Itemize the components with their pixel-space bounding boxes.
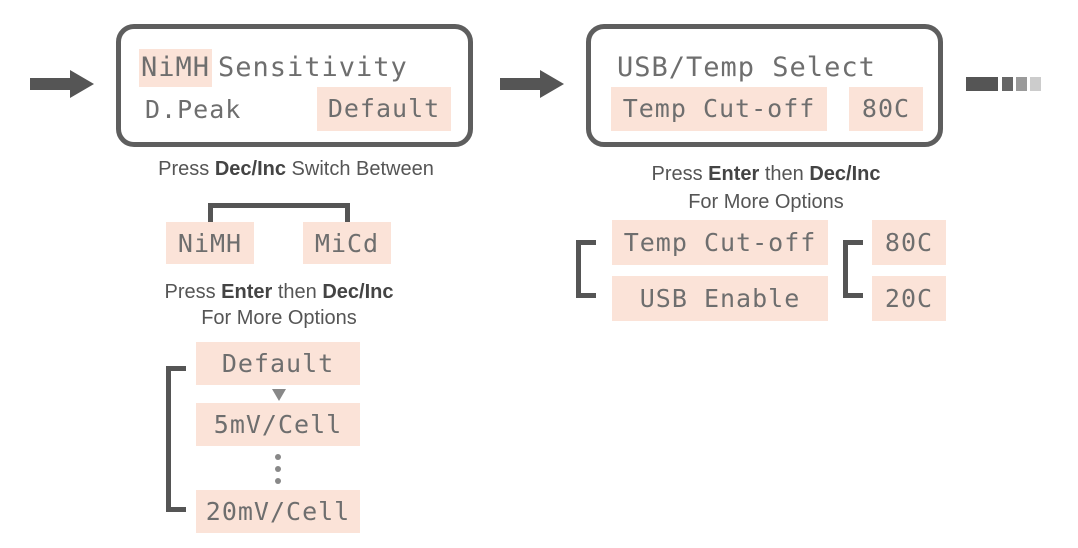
lcd-screen-usb-temp: USB/Temp Select Temp Cut-off 80C [586, 24, 943, 147]
option-usb-enable: USB Enable [612, 276, 828, 321]
temp-bracket-bottom [843, 293, 863, 298]
right-options-bracket-vertical [576, 240, 581, 298]
options-bracket-vertical [166, 366, 171, 512]
vertical-ellipsis-icon [273, 452, 283, 486]
option-default: Default [196, 342, 360, 385]
temp-bracket-top [843, 240, 863, 245]
caption-more-options-left: Press Enter then Dec/Inc For More Option… [164, 281, 394, 329]
screen2-option: Temp Cut-off [611, 87, 827, 131]
temp-20c: 20C [872, 276, 946, 321]
right-arrow-icon [30, 70, 94, 98]
screen2-value: 80C [849, 87, 923, 131]
right-options-bracket-bottom [576, 293, 596, 298]
screen1-value: Default [317, 87, 451, 131]
options-bracket-top [166, 366, 186, 371]
option-20mv-cell: 20mV/Cell [196, 490, 360, 533]
screen1-title: Sensitivity [218, 52, 408, 83]
switch-bracket-left [208, 203, 213, 224]
option-temp-cut-off: Temp Cut-off [612, 220, 828, 265]
right-arrow-icon [500, 70, 564, 98]
dashed-continue-icon [966, 77, 1046, 91]
temp-bracket-vertical [843, 240, 848, 298]
screen2-title: USB/Temp Select [617, 52, 876, 83]
temp-80c: 80C [872, 220, 946, 265]
screen1-label: D.Peak [145, 95, 242, 124]
switch-bracket-right [345, 203, 350, 224]
switch-item-micd: MiCd [303, 222, 391, 264]
caption-more-options-right: Press Enter then Dec/Inc For More Option… [651, 163, 881, 213]
screen1-mode: NiMH [139, 49, 213, 87]
triangle-down-icon [272, 388, 286, 401]
switch-item-nimh: NiMH [166, 222, 254, 264]
options-bracket-bottom [166, 507, 186, 512]
caption-switch-between: Press Dec/Inc Switch Between [158, 158, 434, 180]
lcd-screen-sensitivity: NiMH Sensitivity D.Peak Default [116, 24, 473, 147]
right-options-bracket-top [576, 240, 596, 245]
option-5mv-cell: 5mV/Cell [196, 403, 360, 446]
switch-bracket-top [208, 203, 350, 208]
